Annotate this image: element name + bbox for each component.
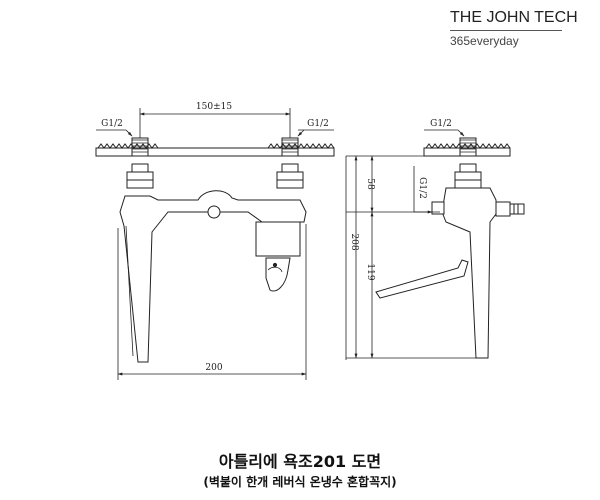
side-view: [375, 137, 525, 359]
hose-connector: [495, 201, 525, 217]
side-dim-label-58: 58: [365, 178, 375, 190]
front-view: [95, 137, 335, 363]
side-dim-label-thread-side: G1/2: [417, 177, 427, 199]
side-dim-label-119: 119: [365, 263, 375, 280]
side-lever: [375, 259, 469, 299]
front-dimensions: [96, 108, 334, 380]
brand-tagline: 365everyday: [450, 34, 519, 48]
dim-label-thread-right: G1/2: [307, 119, 329, 129]
side-dimensions: [345, 129, 480, 360]
dim-label-spacing: 150±15: [196, 102, 232, 112]
drawing-title: 아틀리에 욕조201 도면: [218, 452, 382, 471]
side-dim-label-thread-top: G1/2: [430, 119, 452, 129]
brand-logo: THE JOHN TECH 365everyday: [450, 9, 590, 48]
right-nut: [276, 163, 304, 189]
lever-housing: [255, 221, 301, 257]
mixer-knob: [207, 205, 221, 219]
faucet-body: [119, 190, 307, 363]
side-dim-label-208: 208: [349, 233, 359, 250]
dim-label-thread-left: G1/2: [101, 119, 123, 129]
side-nut: [454, 163, 482, 189]
side-stub: [431, 201, 445, 215]
brand-divider: [450, 30, 562, 31]
drawing-subtitle: (벽붙이 한개 레버식 온냉수 혼합꼭지): [203, 475, 397, 489]
left-nut: [126, 163, 154, 189]
aerator: [265, 257, 291, 292]
side-body: [441, 187, 497, 359]
dim-label-width: 200: [205, 363, 222, 373]
brand-name: THE JOHN TECH: [450, 9, 578, 26]
side-inlet-pipe: [459, 137, 477, 157]
